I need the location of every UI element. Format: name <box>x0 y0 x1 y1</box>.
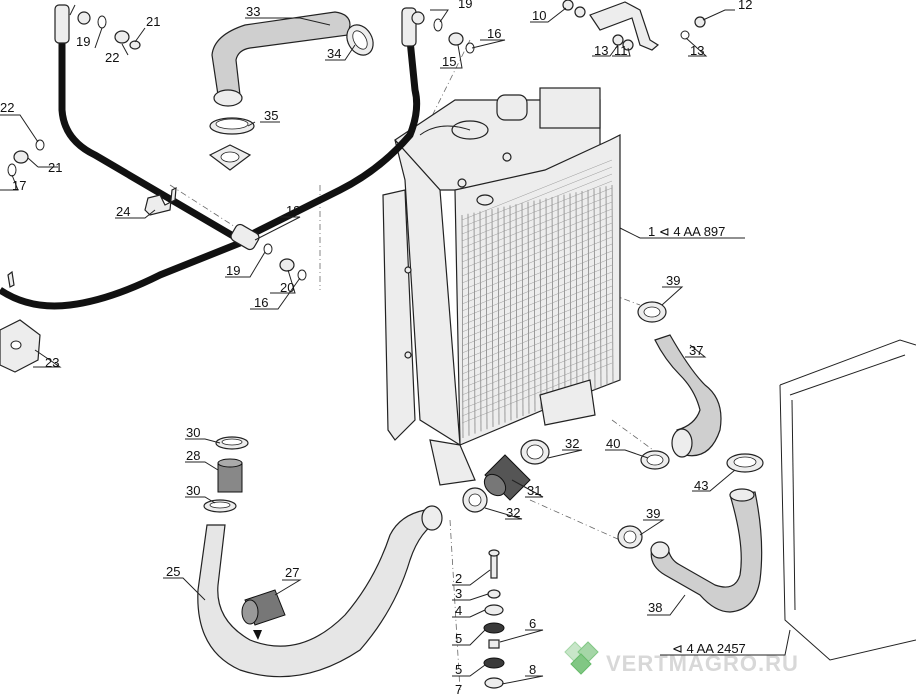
hydraulic-hose <box>0 4 425 310</box>
callout-37: 37 <box>689 343 703 358</box>
hose-38 <box>650 488 763 613</box>
callout-6: 6 <box>529 616 536 631</box>
callout-40: 40 <box>606 436 620 451</box>
callout-5: 5 <box>455 631 462 646</box>
callout-32: 32 <box>565 436 579 451</box>
callout-35: 35 <box>264 108 278 123</box>
clamp-39-lower <box>617 525 643 549</box>
clamp-32-upper <box>520 439 550 465</box>
callout-17: 17 <box>12 178 26 193</box>
callout-32: 32 <box>506 505 520 520</box>
clamp-30-upper <box>215 436 249 450</box>
callout-13: 13 <box>594 43 608 58</box>
callout-3: 3 <box>455 586 462 601</box>
bracket-left-mid <box>7 270 15 288</box>
callout-21: 21 <box>48 160 62 175</box>
callout-11: 11 <box>614 43 628 58</box>
mounting-stack <box>483 549 505 689</box>
clamp-32-lower <box>462 487 488 513</box>
callout-20: 20 <box>280 280 294 295</box>
callout-34: 34 <box>327 46 341 61</box>
callout-33: 33 <box>246 4 260 19</box>
callout-22: 22 <box>0 100 14 115</box>
hose-28 <box>217 458 243 493</box>
clamp-30-lower <box>203 499 237 513</box>
pipe-25 <box>197 505 443 678</box>
callout-39: 39 <box>666 273 680 288</box>
vehicle-body-outline <box>779 339 916 661</box>
callout-21: 21 <box>146 14 160 29</box>
callout-39: 39 <box>646 506 660 521</box>
callout-8: 8 <box>529 662 536 677</box>
clamp-40 <box>640 450 670 470</box>
callout-15: 15 <box>442 54 456 69</box>
hose-31 <box>483 454 531 501</box>
callout-28: 28 <box>186 448 200 463</box>
callout-18: 18 <box>286 203 300 218</box>
watermark-text: VERTMAGRO.RU <box>606 651 799 676</box>
clamp-43 <box>726 453 764 473</box>
callout-19: 19 <box>226 263 240 278</box>
callout-1: 1 ⊲ 4 AA 897 <box>648 224 725 239</box>
hose-37 <box>654 334 722 458</box>
clamp-39-upper <box>637 301 667 323</box>
callout-19: 19 <box>458 0 472 11</box>
bracket-24 <box>144 186 177 216</box>
callout-19: 19 <box>76 34 90 49</box>
leader-lines <box>0 4 791 685</box>
flange-gasket <box>208 144 252 171</box>
callout-27: 27 <box>285 565 299 580</box>
callout-24: 24 <box>116 204 130 219</box>
callout-43: 43 <box>694 478 708 493</box>
callout-31: 31 <box>527 483 541 498</box>
clamp-35 <box>209 117 255 135</box>
watermark: VERTMAGRO.RU <box>564 641 799 676</box>
callout-labels: 33 34 35 19 19 19 21 21 22 22 17 24 23 1… <box>0 0 752 695</box>
callout-22: 22 <box>105 50 119 65</box>
callout-5: 5 <box>455 662 462 677</box>
radiator-assembly <box>382 87 621 486</box>
callout-7: 7 <box>455 682 462 695</box>
callout-4aa2457: ⊲ 4 AA 2457 <box>672 641 746 656</box>
callout-2: 2 <box>455 571 462 586</box>
upper-hose <box>211 11 351 107</box>
callout-25: 25 <box>166 564 180 579</box>
callout-4: 4 <box>455 603 462 618</box>
bracket-23 <box>0 319 41 373</box>
callout-16: 16 <box>254 295 268 310</box>
callout-10: 10 <box>532 8 546 23</box>
callout-23: 23 <box>45 355 59 370</box>
callout-30: 30 <box>186 483 200 498</box>
sleeve-27 <box>241 589 286 626</box>
callout-38: 38 <box>648 600 662 615</box>
watermark-logo-icon <box>564 641 599 675</box>
callout-12: 12 <box>738 0 752 12</box>
radiator-core <box>461 159 614 439</box>
callout-13: 13 <box>690 43 704 58</box>
callout-30: 30 <box>186 425 200 440</box>
callout-16: 16 <box>487 26 501 41</box>
